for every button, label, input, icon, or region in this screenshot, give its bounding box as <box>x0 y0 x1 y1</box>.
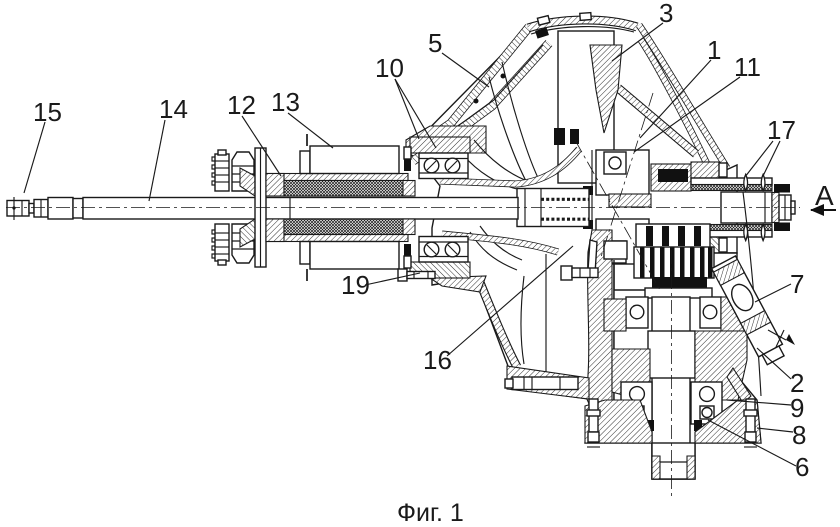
svg-text:15: 15 <box>33 97 62 127</box>
svg-text:8: 8 <box>792 420 806 450</box>
svg-text:10: 10 <box>375 53 404 83</box>
svg-text:1: 1 <box>707 35 721 65</box>
svg-text:3: 3 <box>659 0 673 28</box>
svg-text:5: 5 <box>428 28 442 58</box>
svg-text:11: 11 <box>734 52 761 82</box>
svg-text:16: 16 <box>423 345 452 375</box>
svg-text:2: 2 <box>790 368 804 398</box>
svg-text:А: А <box>815 180 834 211</box>
svg-text:Фиг. 1: Фиг. 1 <box>397 499 464 527</box>
svg-text:19: 19 <box>341 270 370 300</box>
svg-text:6: 6 <box>795 452 809 482</box>
svg-text:12: 12 <box>227 90 256 120</box>
svg-text:17: 17 <box>767 115 796 145</box>
svg-text:9: 9 <box>790 393 804 423</box>
svg-text:7: 7 <box>790 269 804 299</box>
svg-text:14: 14 <box>159 94 188 124</box>
svg-text:13: 13 <box>271 87 300 117</box>
